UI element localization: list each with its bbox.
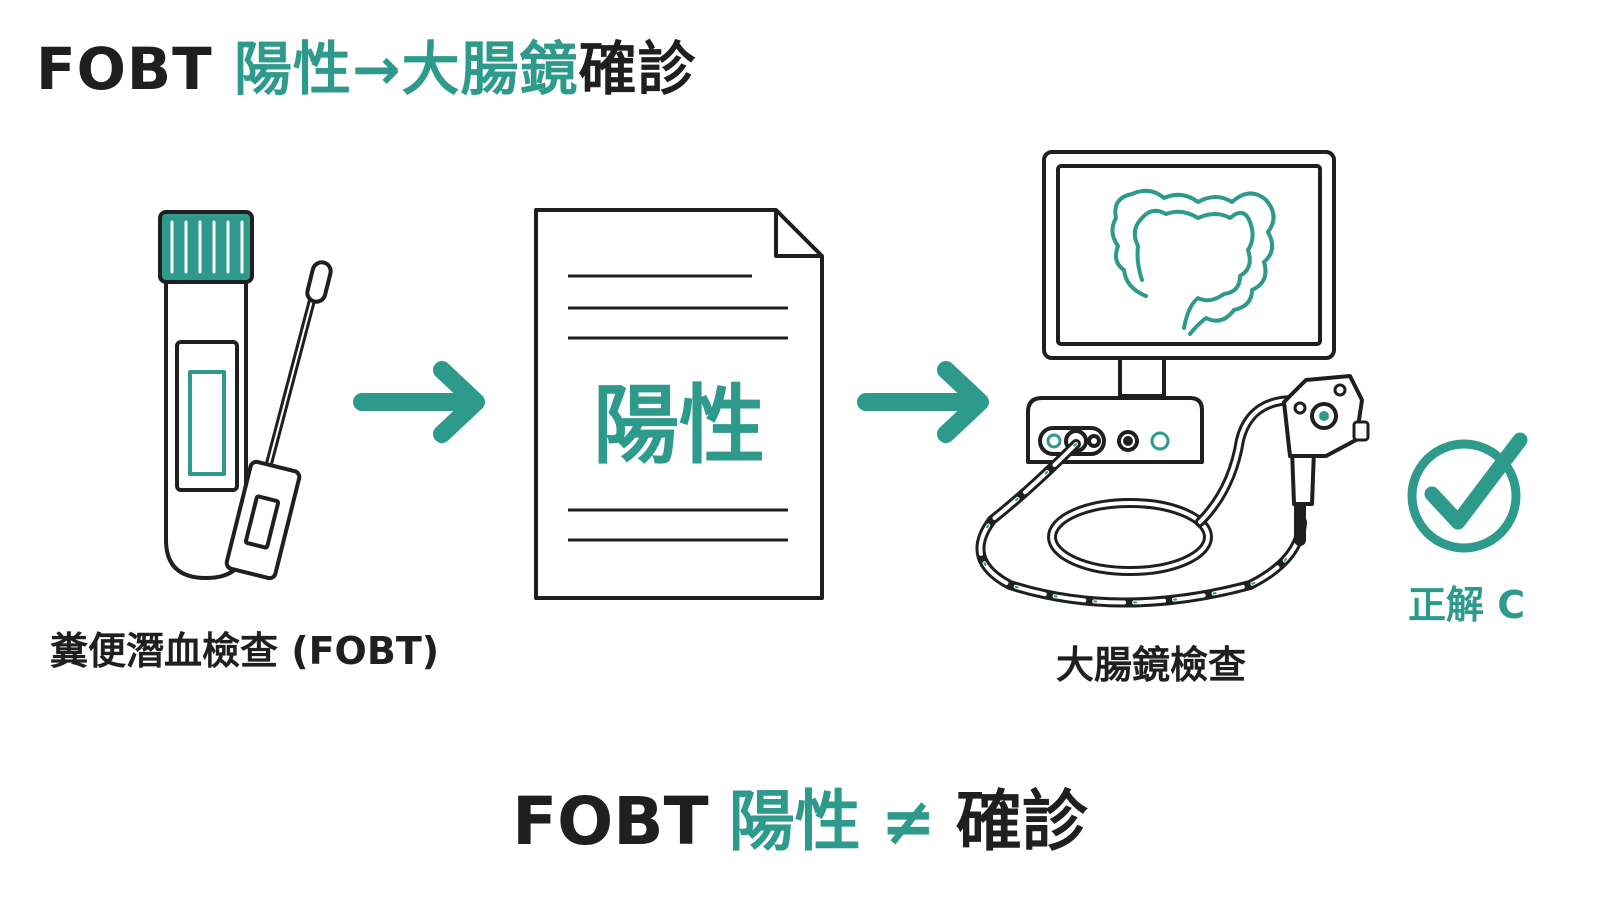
report-result-text: 陽性 — [593, 376, 765, 476]
test-tube-icon — [158, 210, 254, 580]
report-document-icon — [534, 208, 824, 600]
conclusion-positive: 陽性 — [728, 783, 861, 860]
fobt-step-label: 糞便潛血檢查 (FOBT) — [50, 629, 440, 673]
monitor-icon — [1042, 150, 1336, 398]
arrow-right-icon — [857, 361, 989, 443]
answer-label: 正解 C — [1408, 583, 1526, 627]
conclusion-diagnosis: 確診 — [955, 783, 1088, 860]
endoscope-icon — [975, 374, 1370, 608]
page-title: FOBT 陽性→大腸鏡確診 — [36, 22, 697, 106]
title-part-diagnosis: 確診 — [578, 35, 697, 103]
colon-icon — [1110, 188, 1276, 336]
title-part-positive-colonoscopy: 陽性→大腸鏡 — [233, 35, 579, 103]
endoscope-processor-icon — [1026, 396, 1204, 464]
conclusion-fobt: FOBT — [512, 783, 709, 860]
colonoscopy-step-label: 大腸鏡檢查 — [1056, 643, 1247, 687]
swab-icon — [224, 260, 333, 581]
arrow-right-icon — [353, 361, 485, 443]
not-equal-symbol: ≠ — [880, 783, 936, 860]
title-part-fobt: FOBT — [36, 35, 234, 103]
check-circle-icon — [1407, 432, 1528, 553]
